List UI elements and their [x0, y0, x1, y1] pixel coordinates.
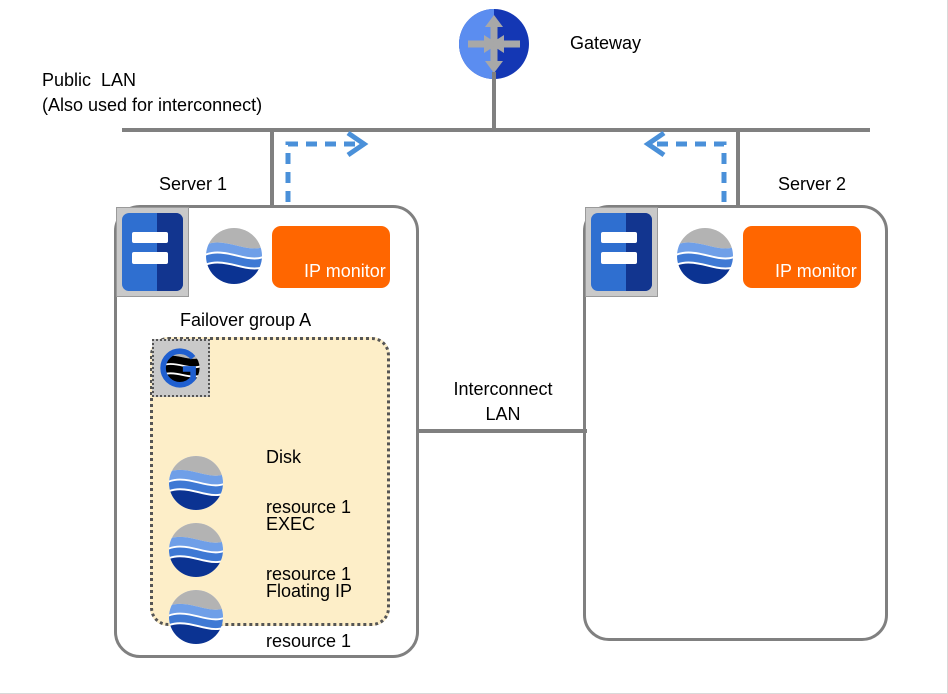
server1-ip-monitor-icon: [205, 227, 263, 285]
gateway-drop-wire: [492, 72, 496, 130]
server2-badge-line2: resource 1: [775, 311, 861, 331]
floating-ip-resource-line2: resource 1: [266, 631, 352, 651]
server2-ip-monitor-icon: [676, 227, 734, 285]
floating-ip-resource-icon: [168, 589, 224, 644]
server1-ip-monitor-badge[interactable]: IP monitor resource 1: [272, 226, 390, 331]
server1-monitor-arrow: [280, 130, 380, 202]
server2-label: Server 2: [778, 174, 847, 194]
server1-label: Server 1: [159, 174, 228, 194]
public-lan-label-line2: (Also used for interconnect): [42, 95, 263, 115]
public-lan-bus: [122, 128, 870, 132]
server1-badge-line2: resource 1: [304, 311, 390, 331]
server1-server-icon: [116, 207, 189, 297]
server1-lan-drop-wire: [270, 128, 274, 208]
resource-row-exec: EXEC resource 1: [168, 487, 351, 612]
gateway-label: Gateway: [570, 33, 642, 53]
interconnect-lan-label-line2: LAN: [485, 404, 521, 424]
exec-resource-line1: EXEC: [266, 514, 316, 534]
failover-group-icon: [152, 339, 210, 397]
server1-badge-line1: IP monitor: [304, 261, 386, 281]
exec-resource-line2: resource 1: [266, 564, 352, 584]
resource-row-disk: Disk resource 1: [168, 420, 351, 545]
failover-group-title: Failover group A: [180, 310, 312, 330]
resource-row-floating-ip: Floating IP resource 1: [168, 554, 352, 679]
floating-ip-resource-line1: Floating IP: [266, 581, 353, 601]
disk-resource-icon: [168, 455, 224, 510]
gateway-router-icon: [458, 8, 530, 80]
server2-badge-line1: IP monitor: [775, 261, 857, 281]
interconnect-lan-wire: [419, 429, 587, 433]
server2-lan-drop-wire: [736, 128, 740, 208]
server2-monitor-arrow: [632, 130, 732, 202]
interconnect-lan-label-line1: Interconnect: [453, 379, 553, 399]
public-lan-label-line1: Public LAN: [42, 70, 137, 90]
disk-resource-line2: resource 1: [266, 497, 352, 517]
disk-resource-line1: Disk: [266, 447, 302, 467]
exec-resource-icon: [168, 522, 224, 577]
server2-server-icon: [585, 207, 658, 297]
server2-ip-monitor-badge[interactable]: IP monitor resource 1: [743, 226, 861, 331]
